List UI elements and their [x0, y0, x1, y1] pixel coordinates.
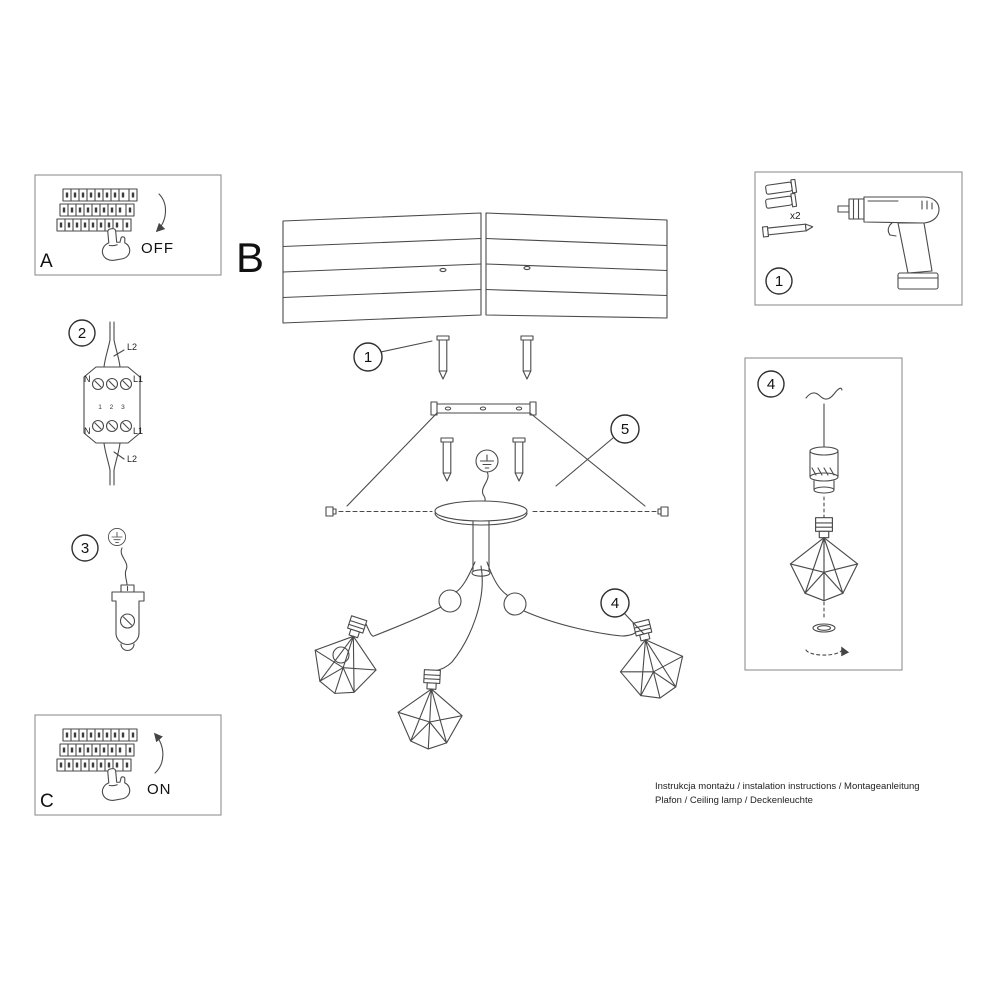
callout-circle: [353, 342, 383, 372]
panel-a: A OFF: [34, 174, 222, 276]
label-l2-top: L2: [127, 342, 137, 352]
wall-plug-icon: [764, 192, 798, 211]
pointing-hand-icon: [98, 765, 132, 803]
panel-tools-step-circle: [765, 267, 793, 295]
mounting-screw-icon: [512, 437, 526, 482]
pilot-hole-icon: [523, 265, 531, 271]
side-bolt-icon: [325, 506, 334, 517]
terminal-block: [83, 366, 141, 444]
ground-clamp-step: 3: [71, 527, 145, 652]
section-b-letter: B: [236, 234, 264, 281]
cable-clamp-icon: [111, 584, 145, 652]
panel-tools: x2 1: [754, 171, 963, 306]
callout-circle: [71, 534, 99, 562]
mounting-screw-icon: [440, 437, 454, 482]
breaker-bank-icon: [55, 727, 139, 773]
cage-shade-icon: [609, 613, 692, 707]
callout-circle: [610, 414, 640, 444]
label-l1-bottom: L1: [133, 426, 143, 436]
cage-shade-icon: [789, 517, 859, 602]
callout-number: 5: [621, 421, 629, 438]
label-l1-top: L1: [133, 374, 143, 384]
footer-instructions-line: Instrukcja montażu / instalation instruc…: [655, 781, 920, 792]
callout-number: 4: [611, 595, 619, 612]
screw-icon: [761, 221, 814, 238]
wiring-diagram: 2 1 2 3 L2 N L1 N L1 L2: [68, 319, 143, 486]
off-label: OFF: [141, 240, 174, 257]
panel-a-letter: A: [40, 251, 53, 272]
side-bolt-icon: [660, 506, 669, 517]
wall-plug-icon: [436, 335, 450, 380]
switch-off-arrow-icon: [155, 193, 167, 233]
callout-circle: [757, 370, 785, 398]
panel-c: C ON: [34, 714, 222, 816]
ground-symbol-icon: [107, 527, 127, 547]
bulb-icon: [332, 646, 350, 664]
drill-icon: [837, 196, 940, 290]
callout-leader-line: [555, 437, 614, 487]
callout-leader-line: [380, 340, 433, 353]
panel-shade-assembly: 4: [744, 357, 903, 671]
callout-number: 1: [364, 349, 372, 366]
panel-c-box: [34, 714, 222, 816]
label-n-bottom: N: [84, 426, 91, 436]
panel-c-letter: C: [40, 791, 54, 812]
ground-wire: [482, 471, 489, 504]
cord-squiggle: [805, 387, 843, 400]
callout-screws: 1: [353, 340, 433, 372]
lamp-arms: [362, 561, 642, 672]
ground-symbol-icon: [475, 449, 499, 473]
ceiling-planks: [282, 212, 668, 324]
cage-shade-icon: [303, 607, 391, 704]
lamp-socket-icon: [809, 446, 839, 494]
retaining-ring-icon: [812, 623, 836, 633]
panel-shade-box: [744, 357, 903, 671]
anchor-quantity-label: x2: [790, 211, 801, 222]
cage-shade-icon: [395, 667, 465, 752]
label-l2-bottom: L2: [127, 454, 137, 464]
pointing-hand-icon: [98, 225, 132, 263]
canopy: [325, 500, 669, 577]
rotate-arrow-icon: [805, 646, 850, 657]
callout-number: 3: [81, 540, 89, 557]
pilot-hole-icon: [439, 267, 447, 273]
switch-on-arrow-icon: [153, 732, 164, 774]
panel-tools-step-number: 1: [775, 273, 783, 290]
terminal-numbers-label: 1 2 3: [98, 404, 127, 411]
panel-shade-step-number: 4: [767, 376, 775, 393]
label-n-top: N: [84, 374, 91, 384]
wall-plug-icon: [520, 335, 534, 380]
callout-canopy: 5: [555, 414, 640, 487]
footer-product-line: Plafon / Ceiling lamp / Deckenleuchte: [655, 795, 813, 806]
on-label: ON: [147, 781, 172, 798]
breaker-bank-icon: [55, 187, 139, 233]
panel-a-box: [34, 174, 222, 276]
callout-number: 2: [78, 325, 86, 342]
callout-leader-line: [623, 612, 645, 635]
callout-circle: [68, 319, 96, 347]
ground-wire: [120, 547, 128, 586]
callout-shades: 4: [600, 588, 645, 635]
panel-tools-box: [754, 171, 963, 306]
callout-circle: [600, 588, 630, 618]
